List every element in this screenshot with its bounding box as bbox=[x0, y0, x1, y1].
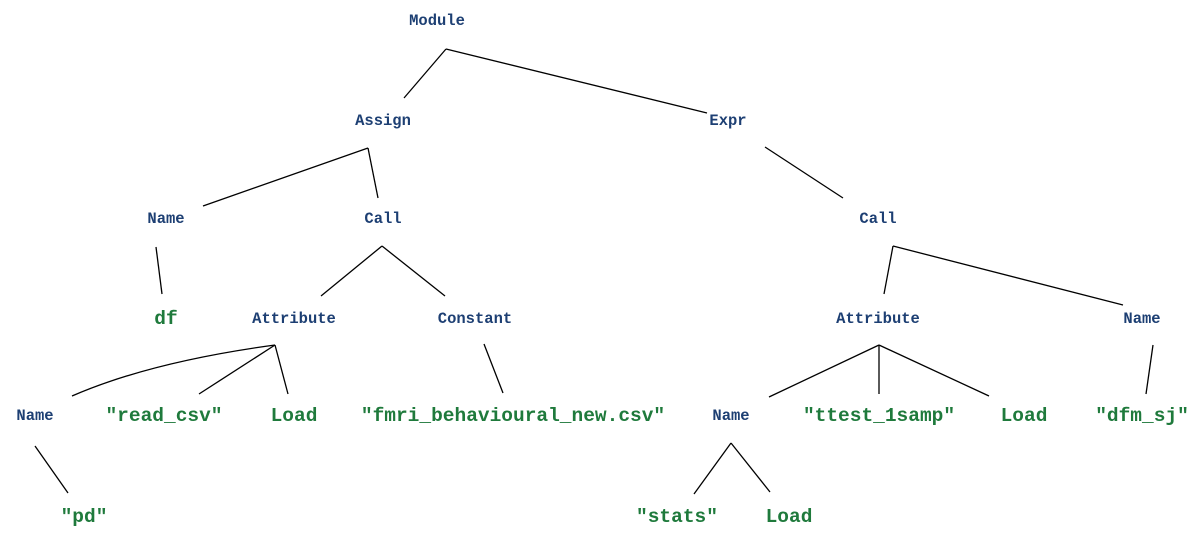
node-pd-name: Name bbox=[16, 407, 53, 425]
edge-pd-name-to-pd bbox=[34, 445, 69, 494]
edge-assign-call-to-assign-attribute bbox=[320, 245, 383, 297]
edge-assign-attribute-to-read-csv bbox=[198, 344, 276, 395]
edge-stats-name-to-load-3 bbox=[730, 442, 771, 493]
edge-assign-to-assign-call bbox=[367, 147, 379, 199]
edge-stats-name-to-stats bbox=[693, 442, 732, 495]
node-assign-attribute: Attribute bbox=[252, 310, 336, 328]
node-load-3: Load bbox=[766, 506, 813, 528]
edge-assign-attribute-to-pd-name bbox=[71, 344, 276, 397]
edge-module-to-assign bbox=[403, 48, 447, 99]
node-load-2: Load bbox=[1001, 405, 1048, 427]
node-df: df bbox=[154, 308, 177, 330]
edge-assign-call-to-constant bbox=[381, 245, 446, 297]
edge-expr-attribute-to-stats-name bbox=[768, 344, 880, 398]
node-assign-call: Call bbox=[364, 210, 401, 228]
node-dfm-sj: "dfm_sj" bbox=[1095, 405, 1189, 427]
edge-assign-name-to-df bbox=[155, 246, 163, 295]
node-constant: Constant bbox=[438, 310, 512, 328]
edge-expr-attribute-to-load-2 bbox=[878, 344, 990, 397]
node-stats: "stats" bbox=[636, 506, 718, 528]
edge-expr-call-to-expr-name bbox=[892, 245, 1124, 306]
edge-assign-to-assign-name bbox=[202, 147, 369, 207]
node-stats-name: Name bbox=[712, 407, 749, 425]
tree-nodes: Module Assign Expr Name Call df Attribut… bbox=[16, 12, 1188, 528]
node-assign: Assign bbox=[355, 112, 411, 130]
node-module: Module bbox=[409, 12, 465, 30]
node-expr-name: Name bbox=[1123, 310, 1160, 328]
node-csv-file: "fmri_behavioural_new.csv" bbox=[361, 405, 665, 427]
node-pd: "pd" bbox=[61, 506, 108, 528]
edge-expr-name-to-dfm-sj bbox=[1145, 344, 1154, 395]
node-expr-call: Call bbox=[859, 210, 896, 228]
node-assign-name: Name bbox=[147, 210, 184, 228]
edge-expr-to-expr-call bbox=[764, 146, 844, 199]
tree-edges bbox=[34, 48, 1154, 495]
node-expr-attribute: Attribute bbox=[836, 310, 920, 328]
edge-assign-attribute-to-load-1 bbox=[274, 344, 289, 395]
node-load-1: Load bbox=[271, 405, 318, 427]
node-expr: Expr bbox=[709, 112, 746, 130]
edge-expr-call-to-expr-attribute bbox=[883, 245, 894, 295]
node-ttest: "ttest_1samp" bbox=[803, 405, 955, 427]
edge-constant-to-csv-file bbox=[483, 343, 504, 394]
node-read-csv: "read_csv" bbox=[105, 405, 222, 427]
edge-module-to-expr bbox=[445, 48, 708, 114]
